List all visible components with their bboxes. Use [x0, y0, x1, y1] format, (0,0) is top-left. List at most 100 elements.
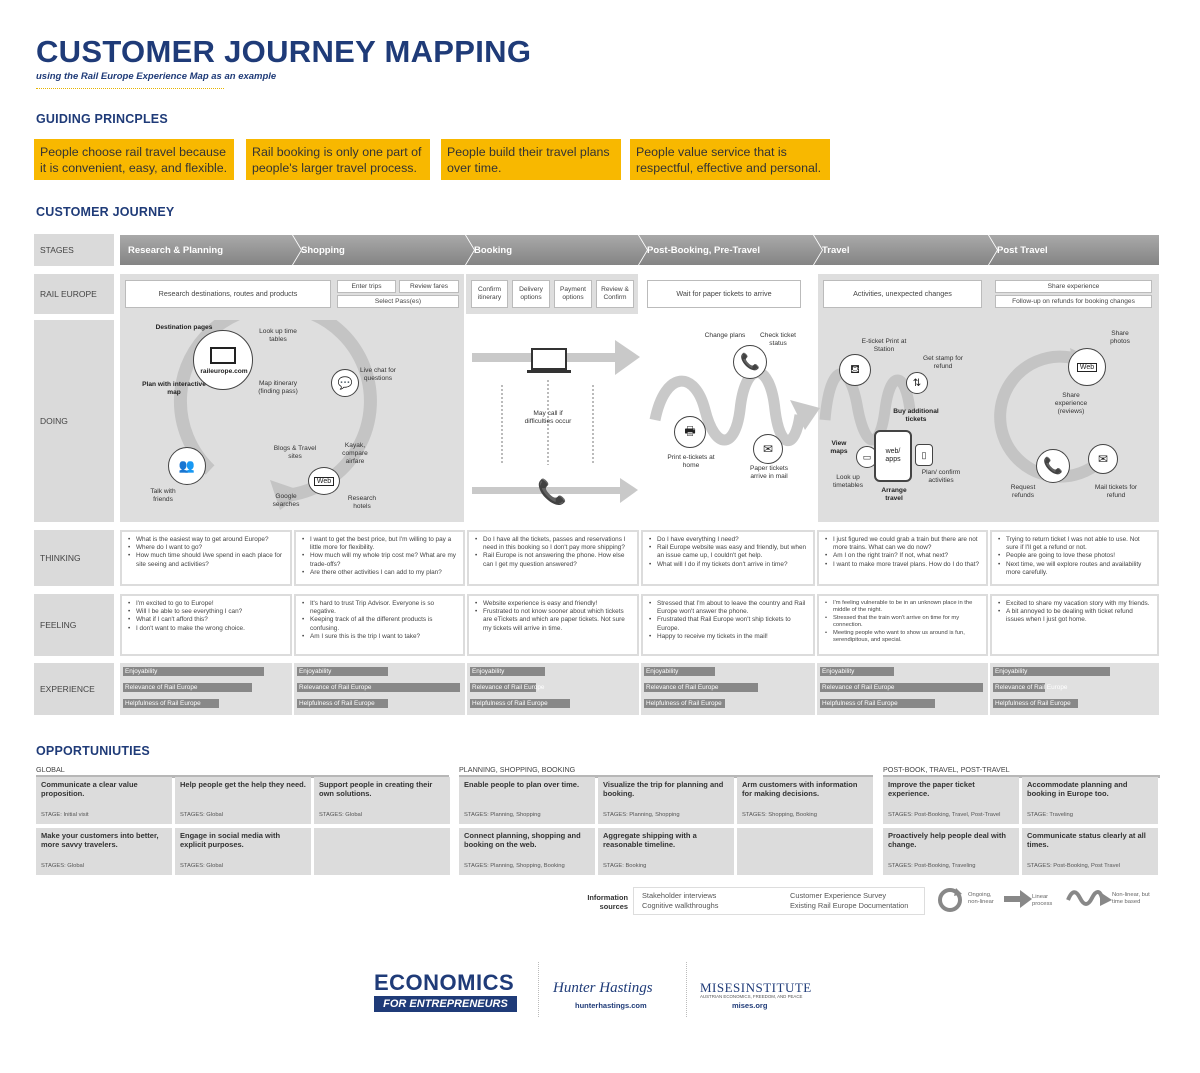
opportunity-title: Enable people to plan over time.: [464, 780, 580, 789]
source-cognitive: Cognitive walkthroughs: [642, 901, 719, 910]
page-title: CUSTOMER JOURNEY MAPPING: [36, 34, 532, 69]
experience-bar: Helpfulness of Rail Europe: [644, 699, 725, 708]
opportunity-title: Proactively help people deal with change…: [888, 831, 1006, 849]
label-destination-pages: Destination pages: [155, 324, 213, 331]
rail-follow-up: Follow-up on refunds for booking changes: [995, 295, 1152, 308]
rail-select-passes: Select Pass(es): [337, 295, 459, 308]
tablet-icon: web/ apps: [874, 430, 912, 482]
label-change-plans: Change plans: [704, 332, 746, 339]
opportunity-card: Arm customers with information for makin…: [737, 777, 873, 824]
opportunity-title: Communicate a clear value proposition.: [41, 780, 138, 798]
linear-arrow-icon: [1004, 890, 1032, 908]
feeling-travel: I'm feeling vulnerable to be in an unkno…: [817, 594, 988, 656]
rail-delivery-options: Delivery options: [512, 280, 550, 308]
opportunity-stages: STAGES: Global: [41, 863, 85, 869]
guiding-heading: GUIDING PRINCPLES: [36, 112, 168, 126]
opportunity-stages: STAGE: Booking: [603, 863, 647, 869]
experience-bar: Relevance of Rail Europe: [644, 683, 758, 692]
legend-linear: Linear process: [1032, 894, 1053, 907]
opp-group-global: GLOBAL: [36, 765, 449, 778]
row-label-rail: RAIL EUROPE: [34, 274, 114, 314]
opportunity-card: Visualize the trip for planning and book…: [598, 777, 734, 824]
opportunity-title: Improve the paper ticket experience.: [888, 780, 975, 798]
booking-arrowhead-top: [615, 340, 640, 375]
principle-4: People value service that is respectful,…: [630, 139, 830, 180]
thinking-booking: Do I have all the tickets, passes and re…: [467, 530, 639, 586]
experience-bar: Enjoyability: [820, 667, 894, 676]
rail-confirm-itinerary: Confirm itinerary: [471, 280, 508, 308]
label-look-up-timetables-travel: Look up timetables: [832, 474, 864, 489]
wave-arrow-icon: [1066, 890, 1112, 906]
experience-bar: Enjoyability: [297, 667, 388, 676]
label-plan-interactive: Plan with interactive map: [142, 381, 206, 396]
label-talk-friends: Talk with friends: [150, 488, 176, 503]
label-check-status: Check ticket status: [760, 332, 796, 347]
feeling-research: I'm excited to go to Europe!Will I be ab…: [120, 594, 292, 656]
experience-bar: Helpfulness of Rail Europe: [297, 699, 388, 708]
label-map-itinerary: Map itinerary (finding pass): [258, 380, 298, 395]
experience-bar: Relevance of Rail Europe: [470, 683, 545, 692]
group-icon: 👥: [168, 447, 206, 485]
label-may-call: May call if difficulties occur: [524, 410, 572, 425]
web-text: Web: [313, 476, 335, 486]
rail-share-experience: Share experience: [995, 280, 1152, 293]
label-mail-tickets: Mail tickets for refund: [1094, 484, 1138, 499]
opportunities-heading: OPPORTUNIUTIES: [36, 744, 150, 758]
label-eticket-print: E-ticket Print at Station: [861, 338, 907, 353]
opportunity-card: Accommodate planning and booking in Euro…: [1022, 777, 1158, 824]
opportunity-card: Help people get the help they need.STAGE…: [175, 777, 311, 824]
thinking-post-booking: Do I have everything I need?Rail Europe …: [641, 530, 815, 586]
hunter-url: hunterhastings.com: [575, 1001, 647, 1010]
experience-bar: Relevance of Rail Europe: [820, 683, 983, 692]
label-raileurope: raileurope.com: [200, 368, 248, 375]
opportunity-card: Engage in social media with explicit pur…: [175, 828, 311, 875]
stage-shopping: Shopping: [293, 235, 474, 265]
booking-arrowhead-bottom: [620, 478, 638, 503]
stage-travel: Travel: [814, 235, 997, 265]
ongoing-cycle-icon: [938, 888, 962, 912]
opportunity-stages: STAGES: Post-Booking, Post Travel: [1027, 863, 1121, 869]
source-documentation: Existing Rail Europe Documentation: [790, 901, 909, 910]
label-look-up-timetables: Look up time tables: [259, 328, 297, 343]
row-label-feeling: FEELING: [34, 594, 114, 656]
source-survey: Customer Experience Survey: [790, 891, 887, 900]
legend-sources-box: [633, 887, 925, 915]
rail-research: Research destinations, routes and produc…: [125, 280, 331, 308]
mises-tagline: AUSTRIAN ECONOMICS, FREEDOM, AND PEACE: [700, 994, 803, 999]
principle-1: People choose rail travel because it is …: [34, 139, 234, 180]
phone-device-icon: ▯: [915, 444, 933, 466]
opportunity-stages: STAGES: Global: [180, 863, 224, 869]
row-label-experience: EXPERIENCE: [34, 663, 114, 715]
rail-review-confirm: Review & Confirm: [596, 280, 634, 308]
opportunity-empty: [737, 828, 873, 875]
title-underline: [36, 88, 224, 89]
mises-logo: MISESINSTITUTE: [700, 980, 812, 995]
thinking-travel: I just figured we could grab a train but…: [817, 530, 988, 586]
row-label-doing: DOING: [34, 320, 114, 522]
web-icon-post: Web: [1068, 348, 1106, 386]
rail-enter-trips: Enter trips: [337, 280, 396, 293]
source-stakeholder: Stakeholder interviews: [642, 891, 717, 900]
label-research-hotels: Research hotels: [347, 495, 377, 510]
opportunity-card: Connect planning, shopping and booking o…: [459, 828, 595, 875]
label-share-reviews: Share experience (reviews): [1054, 392, 1088, 415]
doing-block-travel: [818, 274, 1159, 522]
research-cycle-path: [174, 320, 377, 502]
legend-ongoing: Ongoing, non-linear: [968, 892, 994, 905]
opportunity-title: Make your customers into better, more sa…: [41, 831, 159, 849]
principle-2: Rail booking is only one part of people'…: [246, 139, 430, 180]
hunter-logo: Hunter Hastings: [553, 980, 653, 996]
mises-url: mises.org: [732, 1001, 768, 1010]
opportunity-stages: STAGE: Initial visit: [41, 812, 89, 818]
opportunity-card: Support people in creating their own sol…: [314, 777, 450, 824]
thinking-research: What is the easiest way to get around Eu…: [120, 530, 292, 586]
booking-laptop-icon: [531, 348, 567, 370]
feeling-shopping: It's hard to trust Trip Advisor. Everyon…: [294, 594, 465, 656]
principle-3: People build their travel plans over tim…: [441, 139, 621, 180]
opportunity-card: Aggregate shipping with a reasonable tim…: [598, 828, 734, 875]
experience-bar: Enjoyability: [123, 667, 264, 676]
opportunity-title: Accommodate planning and booking in Euro…: [1027, 780, 1128, 798]
experience-bar: Helpfulness of Rail Europe: [470, 699, 570, 708]
experience-bar: Relevance of Rail Europe: [993, 683, 1068, 692]
opportunity-card: Enable people to plan over time.STAGES: …: [459, 777, 595, 824]
